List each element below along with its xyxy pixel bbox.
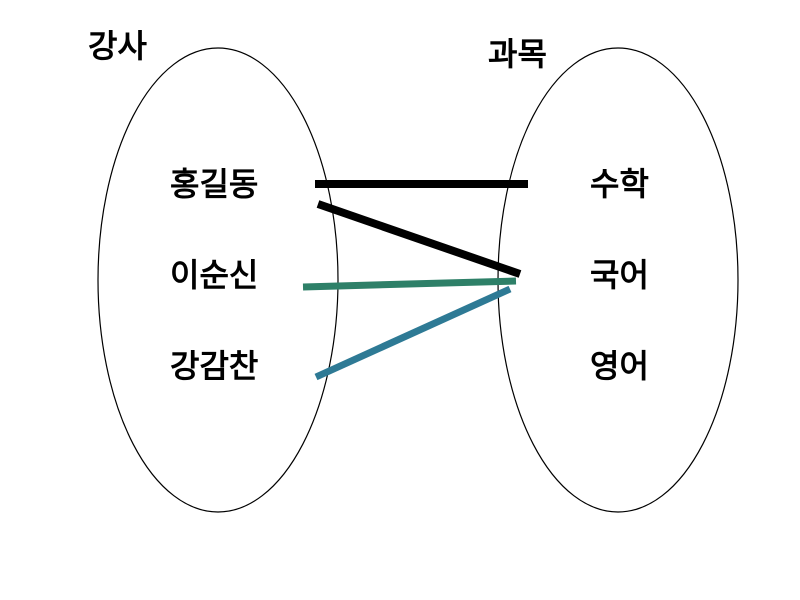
left-set-ellipse xyxy=(97,47,339,513)
subject-item: 영어 xyxy=(590,347,649,385)
mapping-line-1 xyxy=(316,200,522,278)
instructor-item: 홍길동 xyxy=(170,165,259,203)
right-set-title: 과목 xyxy=(488,35,547,73)
mapping-line-2 xyxy=(302,277,517,291)
instructor-item: 이순신 xyxy=(170,256,259,294)
instructor-item: 강감찬 xyxy=(170,347,259,385)
mapping-line-3 xyxy=(314,285,512,381)
subject-item: 국어 xyxy=(590,256,649,294)
left-set-title: 강사 xyxy=(88,27,147,65)
subject-item: 수학 xyxy=(590,165,649,203)
